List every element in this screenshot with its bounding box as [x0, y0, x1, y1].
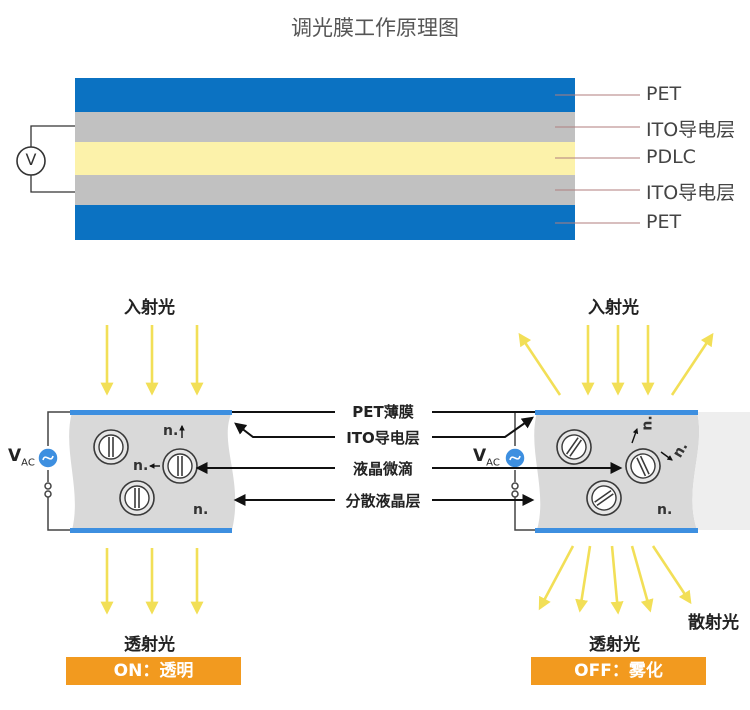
off-droplet-label: n.	[639, 415, 656, 431]
off-backscatter-arrow	[670, 332, 714, 396]
on-transmitted-label: 透射光	[124, 635, 175, 655]
off-backscatter-arrow	[518, 332, 562, 396]
on-cell	[37, 410, 236, 533]
off-cell-body	[534, 412, 700, 530]
on-state-badge: ON：透明	[66, 657, 241, 685]
off-electrode-bottom	[535, 528, 698, 533]
diagram-title: 调光膜工作原理图	[291, 16, 459, 40]
on-incident-label: 入射光	[124, 298, 175, 318]
off-droplet-label: n.	[657, 502, 673, 518]
layer-ito-bottom	[75, 175, 575, 205]
off-scatter-arrow	[575, 545, 592, 613]
layer-label-pdlc: PDLC	[646, 146, 696, 168]
center-label-ito-layer: ITO导电层	[346, 429, 420, 447]
layer-stack	[75, 78, 575, 240]
on-electrode-bottom	[70, 528, 232, 533]
off-director-arrow	[660, 451, 673, 461]
off-scattered-label: 散射光	[688, 613, 739, 633]
on-droplet-3	[119, 480, 155, 516]
voltmeter-circuit	[16, 125, 75, 193]
on-droplet-1	[93, 429, 129, 465]
center-label-lc-droplet: 液晶微滴	[352, 460, 413, 478]
off-electrode-top	[535, 410, 698, 415]
ac-source-icon	[37, 447, 59, 469]
on-droplet-label: n.	[133, 458, 149, 474]
layer-label-ito-bottom: ITO导电层	[646, 182, 736, 204]
off-ac-source-label: VAC	[473, 446, 500, 469]
layer-ito-top	[75, 112, 575, 142]
on-droplet-2	[162, 448, 198, 484]
on-droplet-label: n.	[193, 502, 209, 518]
off-scatter-arrow	[610, 545, 624, 615]
on-droplet-label: n.	[163, 423, 179, 439]
on-cell-body	[69, 412, 236, 530]
off-director-arrow	[631, 427, 639, 444]
layer-label-pet-top: PET	[646, 83, 682, 105]
off-scatter-arrow	[538, 545, 575, 611]
voltmeter-symbol: V	[25, 150, 37, 169]
on-ac-source-label: VAC	[8, 446, 35, 469]
off-scatter-arrow	[651, 545, 692, 605]
off-incident-label: 入射光	[588, 298, 639, 318]
callout-arrows	[195, 411, 623, 506]
layer-pet-bottom	[75, 205, 575, 240]
ac-source-icon	[504, 447, 526, 469]
off-cell	[504, 410, 750, 533]
off-scatter-arrow	[630, 545, 654, 613]
layer-pdlc	[75, 142, 575, 175]
layer-label-pet-bottom: PET	[646, 211, 682, 233]
center-label-pet-film: PET薄膜	[352, 403, 414, 421]
light-arrows	[100, 325, 714, 615]
layer-pet-top	[75, 78, 575, 112]
off-state-badge: OFF：雾化	[531, 657, 706, 685]
center-label-dispersed-lc-layer: 分散液晶层	[345, 492, 421, 510]
on-electrode-top	[70, 410, 232, 415]
layer-leader-lines	[555, 94, 640, 224]
off-transmitted-label: 透射光	[589, 635, 640, 655]
layer-label-ito-top: ITO导电层	[646, 119, 736, 141]
voltmeter-icon	[16, 146, 46, 176]
